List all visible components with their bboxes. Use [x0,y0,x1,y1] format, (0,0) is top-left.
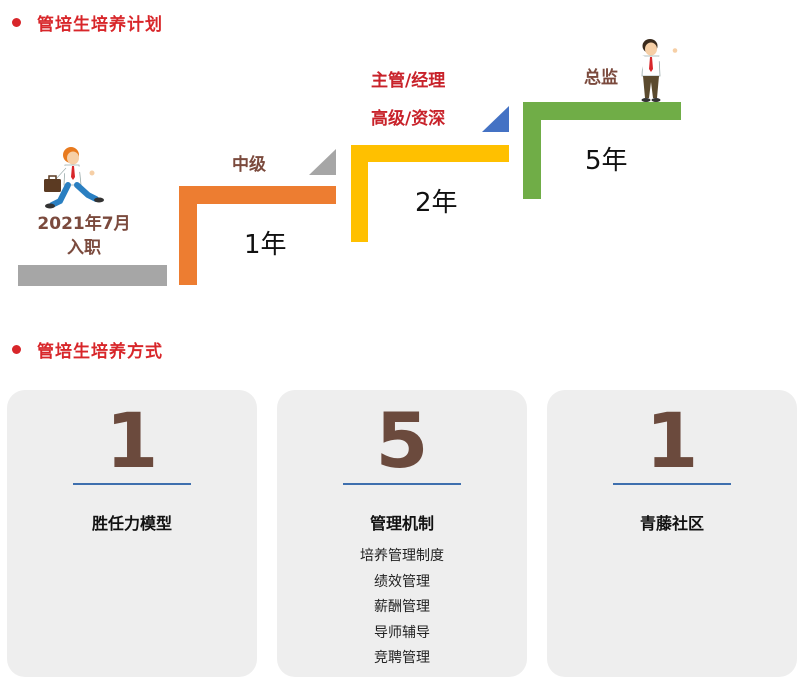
level-label-middle: 中级 [232,155,266,175]
years-label-1: 1年 [244,230,287,260]
step3-tread-green [523,102,681,120]
level-label-director: 总监 [584,68,618,88]
running-businessman-icon [44,147,104,209]
years-label-5: 5年 [585,146,628,176]
card-divider [613,483,731,485]
step2-riser-yellow [351,145,368,242]
list-item: 导师辅导 [374,624,430,641]
card-item-list: 培养管理制度 绩效管理 薪酬管理 导师辅导 竞聘管理 [277,544,527,672]
level-label-senior: 高级/资深 [371,109,446,129]
section-header-methods: 管培生培养方式 [12,337,163,362]
triangle-gray-icon [309,149,336,175]
step-base-gray [18,265,167,286]
card-divider [343,483,461,485]
card-number: 1 [645,396,699,485]
card-title: 管理机制 [369,514,434,533]
triangle-blue-icon [482,106,509,132]
list-item: 薪酬管理 [374,599,430,615]
card-number: 5 [375,396,429,485]
card-title: 青藤社区 [639,514,704,533]
list-item: 培养管理制度 [360,548,444,564]
start-label-join: 入职 [67,238,101,258]
step3-riser-green [523,102,541,199]
years-label-2: 2年 [415,188,458,218]
start-label: 2021年7月 入职 [36,212,132,260]
level-label-manager: 主管/经理 [371,71,446,91]
method-card-management: 5 管理机制 培养管理制度 绩效管理 薪酬管理 导师辅导 竞聘管理 [277,390,527,677]
section-header-plan: 管培生培养计划 [12,10,163,35]
card-number: 1 [105,396,159,485]
list-item: 绩效管理 [374,573,430,590]
section-title-methods: 管培生培养方式 [37,342,163,362]
card-divider [73,483,191,485]
method-card-competency: 1 胜任力模型 [7,390,257,677]
bullet-dot-icon [12,345,21,354]
list-item: 竞聘管理 [374,650,430,666]
method-card-community: 1 青藤社区 [547,390,797,677]
section-title-plan: 管培生培养计划 [37,15,163,35]
step2-tread-yellow [351,145,509,162]
bullet-dot-icon [12,18,21,27]
step1-tread-orange [179,186,336,204]
step1-riser-orange [179,186,197,285]
standing-businessman-icon [636,39,678,102]
card-title: 胜任力模型 [91,514,172,533]
start-label-date: 2021年7月 [37,214,131,234]
